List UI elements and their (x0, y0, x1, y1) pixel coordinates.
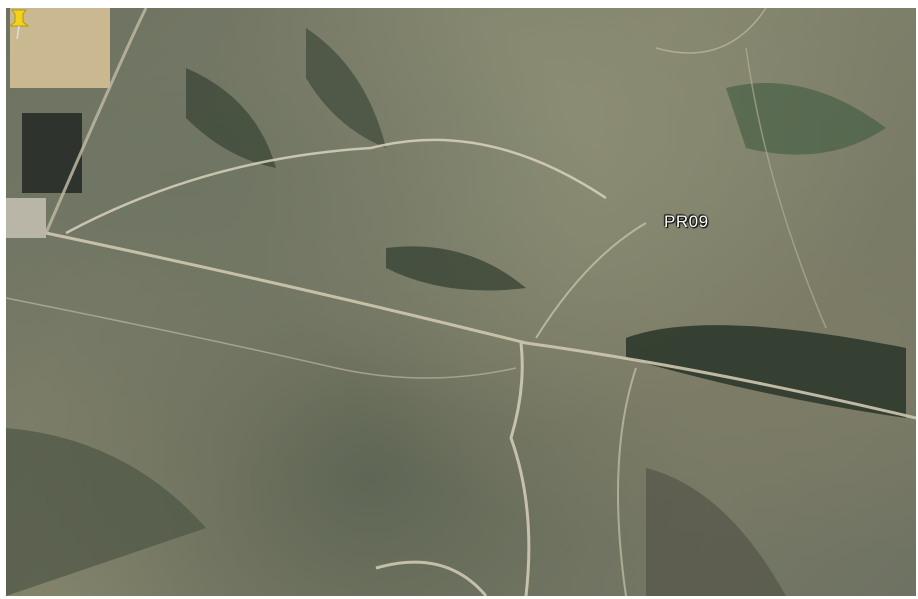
cliff-area (646, 468, 786, 596)
dirt-track (655, 8, 767, 54)
ravine-vegetation (386, 246, 526, 291)
pit-area (22, 113, 82, 193)
creek-bed (375, 560, 488, 596)
dark-forest-patch (626, 325, 906, 418)
dirt-track (617, 367, 637, 596)
satellite-map[interactable]: PR09 (6, 8, 916, 596)
marker-label[interactable]: PR09 (664, 212, 709, 231)
ravine-vegetation (306, 28, 386, 148)
terrain-layer (6, 8, 916, 596)
green-patch (726, 83, 886, 155)
access-road (44, 8, 148, 234)
valley-vegetation (6, 428, 206, 596)
dirt-track (65, 138, 607, 235)
dirt-track (535, 222, 647, 339)
quarry-area (10, 8, 110, 88)
main-road (45, 231, 916, 420)
dirt-track (6, 297, 517, 379)
creek-bed (509, 342, 531, 596)
ravine-vegetation (186, 68, 276, 168)
pushpin-icon[interactable] (6, 8, 32, 40)
building-area (6, 198, 46, 238)
dirt-track (745, 47, 827, 329)
